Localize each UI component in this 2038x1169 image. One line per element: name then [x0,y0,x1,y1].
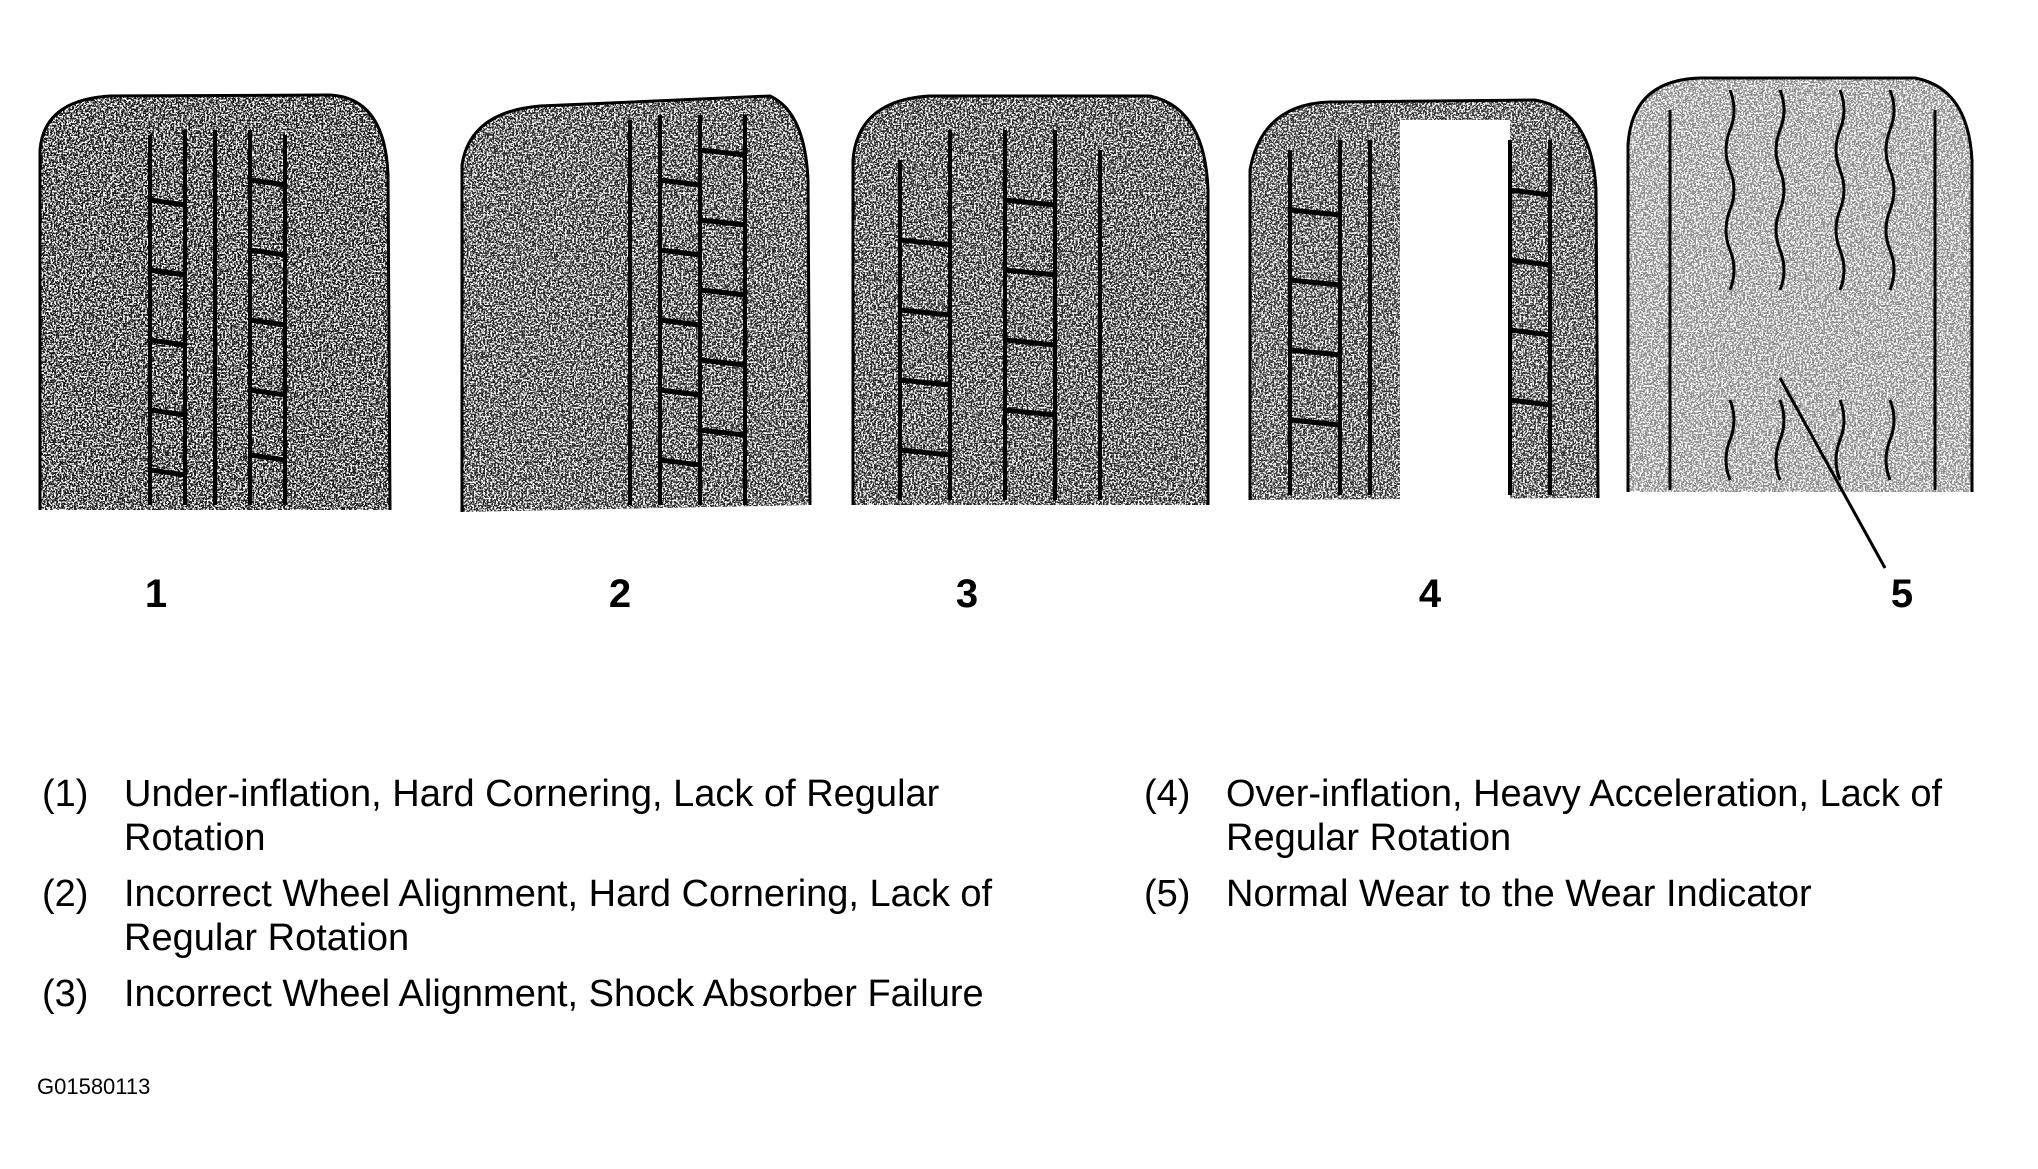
tire-2-tread [460,94,812,512]
legend-item-3: (3) Incorrect Wheel Alignment, Shock Abs… [42,972,1002,1016]
tire-number-2: 2 [608,572,632,616]
legend-column-left: (1) Under-inflation, Hard Cornering, Lac… [42,772,1002,1028]
legend-text: Incorrect Wheel Alignment, Hard Cornerin… [124,873,993,959]
wear-indicator-leader-line [1778,377,1887,569]
tire-5-tread [1626,76,1974,569]
tire-4-tread [1248,98,1600,500]
legend-text: Normal Wear to the Wear Indicator [1226,873,1812,915]
legend-text: Over-inflation, Heavy Acceleration, Lack… [1226,773,1943,859]
legend-code: (4) [1144,773,1191,815]
legend-item-1: (1) Under-inflation, Hard Cornering, Lac… [42,772,1002,860]
legend-item-4: (4) Over-inflation, Heavy Acceleration, … [1144,772,2024,860]
legend-code: (5) [1144,873,1191,915]
legend-text: Incorrect Wheel Alignment, Shock Absorbe… [124,973,984,1015]
legend-text: Under-inflation, Hard Cornering, Lack of… [124,773,940,859]
legend-item-2: (2) Incorrect Wheel Alignment, Hard Corn… [42,872,1002,960]
tire-number-5: 5 [1890,572,1914,616]
figure-id: G01580113 [37,1074,151,1099]
legend-code: (2) [42,873,89,915]
legend-code: (1) [42,773,89,815]
tire-3-tread [851,94,1210,505]
legend-column-right: (4) Over-inflation, Heavy Acceleration, … [1144,772,2024,928]
tire-number-3: 3 [955,572,979,616]
legend-code: (3) [42,973,89,1015]
tire-number-1: 1 [144,572,168,616]
tire-1-tread [38,93,392,511]
legend-item-5: (5) Normal Wear to the Wear Indicator [1144,872,2024,916]
tire-number-4: 4 [1418,572,1442,616]
